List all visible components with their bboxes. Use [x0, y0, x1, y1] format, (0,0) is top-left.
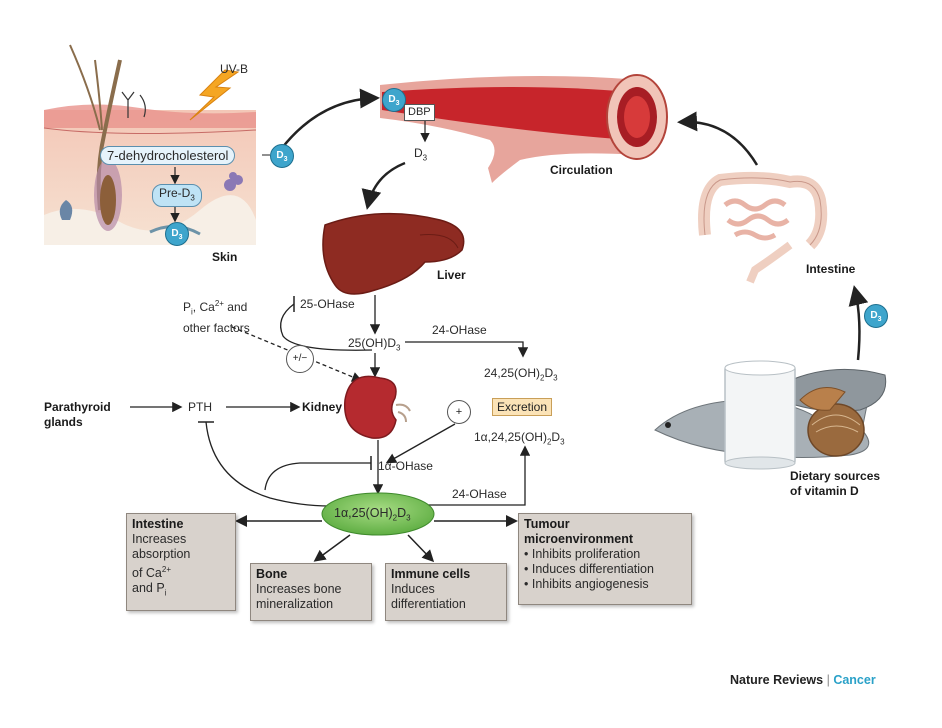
oh24-enzyme-bottom: 24-OHase: [452, 487, 507, 501]
one-alpha-ohase-label: 1α-OHase: [378, 459, 433, 473]
skin-d3-inner-badge: D3: [165, 222, 189, 246]
uvb-label: UV-B: [220, 62, 249, 76]
plus-minus-regulator: +/−: [286, 345, 314, 373]
oh24-enzyme-top: 24-OHase: [432, 323, 487, 337]
intestine-effect-box: Intestine Increases absorption of Ca2+ a…: [126, 513, 236, 611]
dehydrocholesterol-label: 7-dehydrocholesterol: [100, 146, 236, 165]
arrow-intestine-to-circulation: [677, 111, 759, 166]
immune-effect-box: Immune cells Induces differentiation: [385, 563, 507, 621]
circulation-title: Circulation: [550, 163, 613, 177]
metabolite-12425ohd3: 1α,24,25(OH)2D3: [474, 430, 565, 447]
plus-regulator: +: [447, 400, 471, 424]
dietary-sources-illustration: [654, 360, 887, 470]
skin-title: Skin: [212, 250, 238, 264]
intestine-illustration: [698, 171, 828, 284]
pre-d3-label: Pre-D3: [152, 184, 202, 208]
excretion-tag: Excretion: [492, 398, 553, 416]
liver-title: Liver: [437, 268, 466, 282]
skin-d3-badge: D3: [270, 144, 294, 168]
liver-illustration: [322, 212, 465, 295]
metabolite-25ohd3: 25(OH)D3: [348, 336, 401, 353]
arrow-diet-to-intestine: [848, 285, 869, 361]
bone-effect-box: Bone Increases bone mineralization: [250, 563, 372, 621]
diet-d3-badge: D3: [864, 304, 888, 328]
dbp-label: DBP: [404, 104, 435, 121]
factors-label: Pi, Ca2+ and other factors: [183, 299, 250, 336]
kidney-illustration: [344, 375, 397, 439]
circulation-d3-label: D3: [414, 146, 428, 163]
calcitriol-ellipse: [321, 492, 435, 536]
blood-vessel-illustration: [380, 74, 668, 183]
skin-illustration: [43, 44, 257, 245]
calcitriol-label: 1α,25(OH)2D3: [334, 506, 411, 523]
journal-credit: Nature Reviews | Cancer: [730, 673, 876, 687]
arrow-skin-to-circulation: [281, 88, 380, 149]
tumour-effect-box: Tumour microenvironment • Inhibits proli…: [518, 513, 692, 605]
pth-label: PTH: [188, 400, 212, 414]
metabolite-2425ohd3: 24,25(OH)2D3: [484, 366, 558, 383]
intestine-title: Intestine: [806, 262, 856, 276]
liver-enzyme-label: 25-OHase: [300, 297, 355, 311]
kidney-title: Kidney: [302, 400, 343, 414]
arrow-circulation-to-liver: [361, 161, 406, 210]
circulation-d3-badge: D3: [382, 88, 406, 112]
